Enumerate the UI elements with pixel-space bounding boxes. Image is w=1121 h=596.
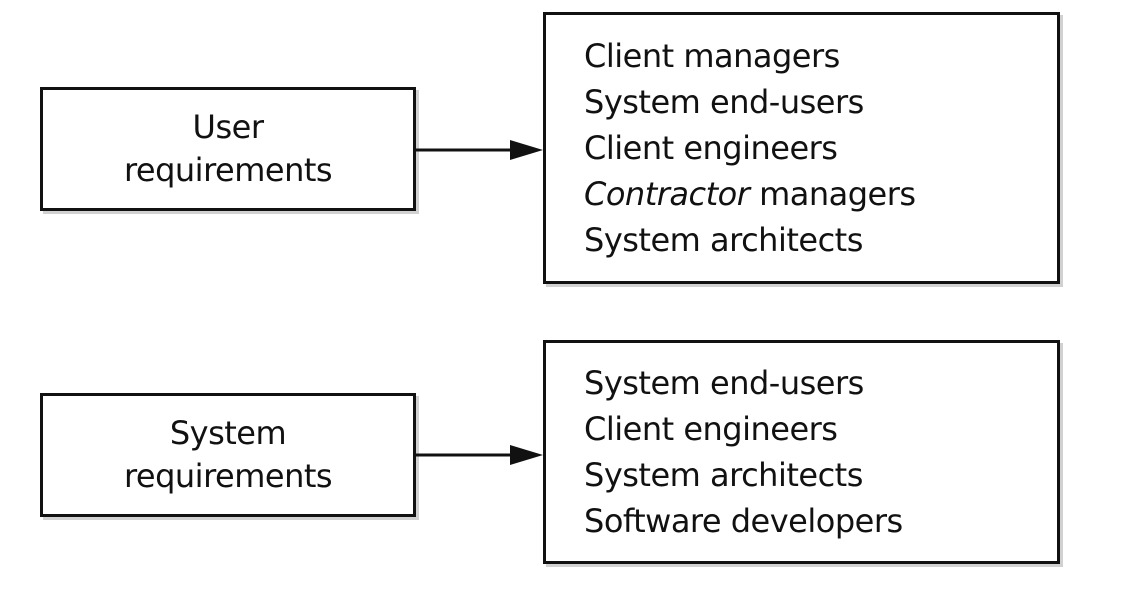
reader-item: Software developers — [584, 502, 903, 540]
arrow-head — [510, 140, 543, 160]
arrow-head — [510, 445, 543, 465]
reader-item-italic-part: Contractor — [584, 175, 750, 213]
user-requirements-label-line1: User — [192, 108, 264, 146]
system-requirements-label-line1: System — [169, 414, 287, 452]
user-requirements-arrow — [416, 140, 543, 160]
reader-item: Contractor managers — [584, 171, 1057, 217]
reader-item: System end-users — [584, 83, 864, 121]
reader-item: System architects — [584, 456, 863, 494]
system-requirements-readers-box: System end-users Client engineers System… — [543, 340, 1060, 564]
user-requirements-box: User requirements — [40, 87, 416, 211]
reader-item: Client engineers — [584, 129, 838, 167]
reader-item: System architects — [584, 221, 863, 259]
system-requirements-label-line2: requirements — [123, 457, 333, 495]
system-requirements-box: System requirements — [40, 393, 416, 517]
reader-item-rest: managers — [749, 175, 916, 213]
user-requirements-label-line2: requirements — [123, 151, 333, 189]
reader-item: System end-users — [584, 364, 864, 402]
system-requirements-arrow — [416, 445, 543, 465]
reader-item: Client engineers — [584, 410, 838, 448]
user-requirements-readers-box: Client managers System end-users Client … — [543, 12, 1060, 284]
reader-item: Client managers — [584, 37, 840, 75]
